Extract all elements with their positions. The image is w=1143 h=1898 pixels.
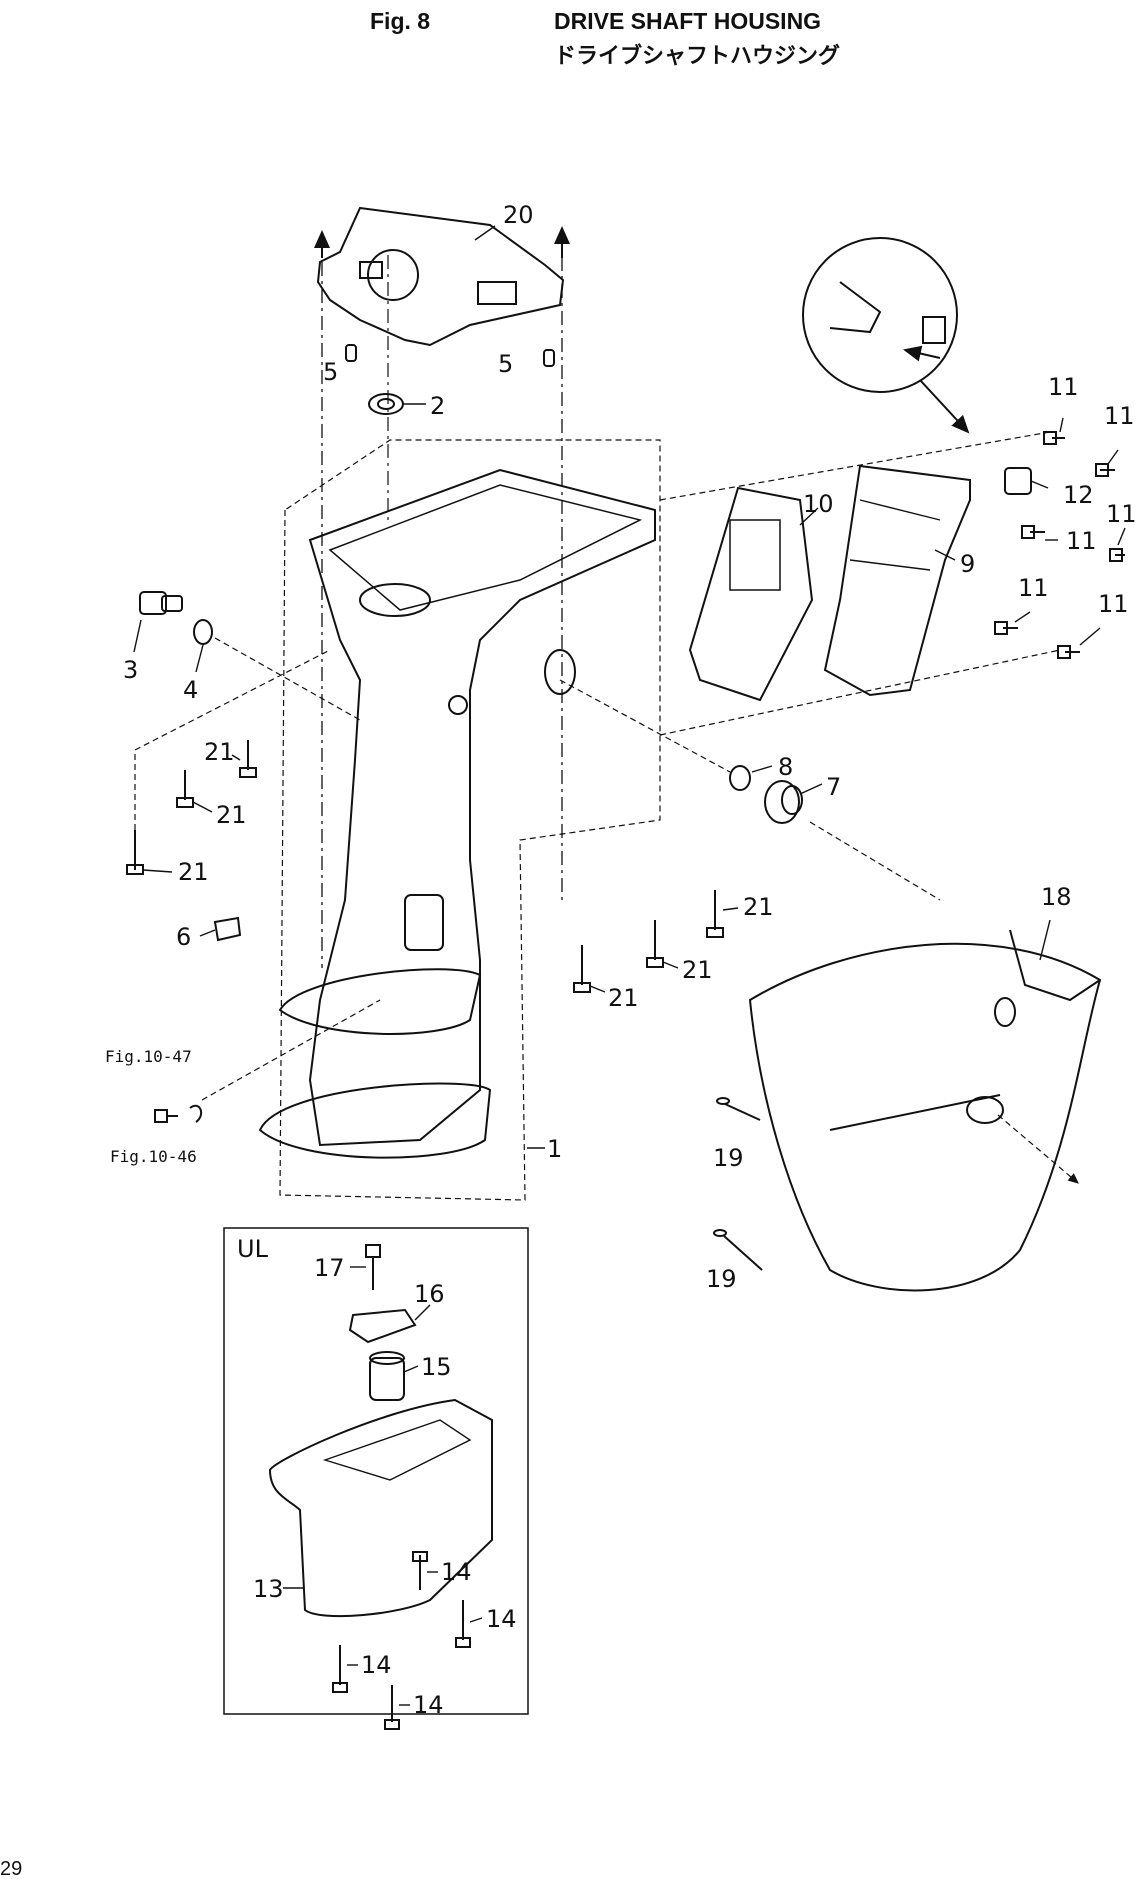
callout-6: 6 [176,923,191,951]
bolt [239,740,257,778]
exhaust-cover [823,464,971,697]
page-title: DRIVE SHAFT HOUSING [554,8,822,34]
retaining-clip [1004,467,1032,495]
callout-18: 18 [1041,883,1072,911]
bolt [994,621,1018,635]
callout-4: 4 [183,676,198,704]
callout-13: 13 [253,1575,284,1603]
callout-19: 19 [706,1265,737,1293]
reference-fig-10-46: Fig.10-46 [110,1147,197,1166]
callout-11: 11 [1048,373,1079,401]
ref-bolt-10-47 [154,1109,178,1123]
callout-5: 5 [498,350,513,378]
callout-15: 15 [421,1353,452,1381]
screw [716,1097,761,1121]
grommet [213,916,242,942]
exhaust-grommet [764,780,803,824]
dowel-pin [345,344,357,362]
callout-14: 14 [413,1691,444,1719]
bolt [332,1645,348,1693]
callout-14: 14 [441,1558,472,1586]
bolt [1095,463,1115,477]
callout-9: 9 [960,550,975,578]
callout-10: 10 [803,490,834,518]
callout-11: 11 [1018,574,1049,602]
callout-21: 21 [743,893,774,921]
callout-11: 11 [1098,590,1129,618]
reference-fig-10-47: Fig.10-47 [105,1047,192,1066]
callout-3: 3 [123,656,138,684]
callout-20: 20 [503,201,534,229]
screw [713,1229,763,1271]
callout-21: 21 [216,801,247,829]
bolt [455,1600,471,1648]
gasket-upper [316,206,565,347]
callout-7: 7 [826,773,841,801]
ul-drive-shaft-housing-extension [268,1398,493,1618]
sealing-washer [193,619,213,645]
callout-21: 21 [608,984,639,1012]
bolt [646,920,664,968]
figure-number: Fig. 8 [370,8,431,34]
bolt [176,770,194,808]
callout-11: 11 [1104,402,1135,430]
washer [729,765,751,791]
ul-variant-box [223,1227,529,1715]
bolt [573,945,591,993]
callout-1: 1 [547,1135,562,1163]
bolt [706,890,724,938]
bolt [1021,525,1045,539]
callout-21: 21 [178,858,209,886]
callout-14: 14 [361,1651,392,1679]
ul-label: UL [237,1235,269,1263]
ul-sleeve-bushing [369,1351,405,1401]
callout-21: 21 [682,956,713,984]
bolt [1043,431,1065,445]
page-title-japanese: ドライブシャフトハウジング [554,44,841,69]
drive-shaft-housing [258,468,656,1159]
drain-plug [139,591,183,615]
lower-apron-cover [748,929,1102,1292]
bolt [126,830,144,875]
callout-19: 19 [713,1144,744,1172]
callout-2: 2 [430,392,445,420]
callout-11: 11 [1066,527,1097,555]
callout-5: 5 [323,358,338,386]
callout-12: 12 [1063,481,1094,509]
oil-seal [368,393,404,415]
callout-21: 21 [204,738,235,766]
gasket-exhaust [688,486,814,702]
bolt [384,1685,400,1730]
bolt [412,1551,428,1590]
callout-16: 16 [414,1280,445,1308]
page-number: 29 [0,1858,23,1880]
bolt [1057,645,1080,659]
detail-magnifier-circle [802,237,958,393]
dowel-pin [543,349,555,367]
ref-clip-10-46 [189,1104,203,1123]
ul-gasket-plate [348,1308,417,1344]
callout-17: 17 [314,1254,345,1282]
ul-bolt [365,1244,381,1290]
callout-8: 8 [778,753,793,781]
bolt [1109,548,1125,562]
callout-11: 11 [1106,500,1137,528]
callout-14: 14 [486,1605,517,1633]
